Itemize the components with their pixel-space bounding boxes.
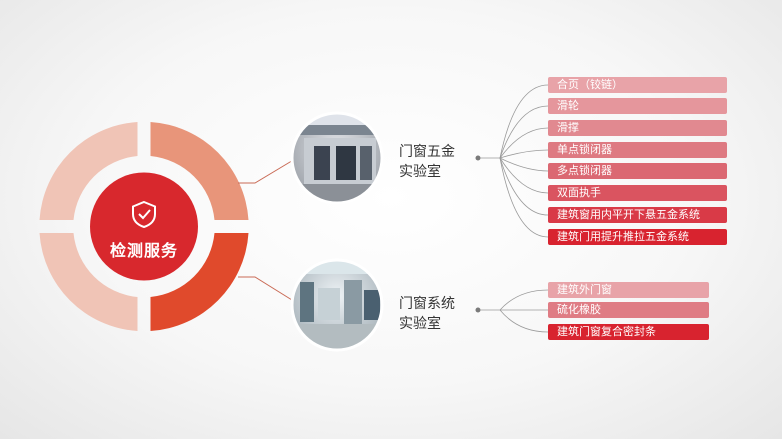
lab2-bracket: [475, 289, 549, 333]
connector-lab2: [238, 276, 301, 306]
ring-segment-bottom-right: [150, 233, 249, 331]
lab2-item: 建筑外门窗: [548, 282, 709, 298]
lab2-title-text: 门窗系统 实验室: [399, 296, 455, 332]
shield-check-icon: [132, 200, 156, 229]
lab1-title: 门窗五金 实验室: [399, 142, 471, 182]
lab2-item: 建筑门窗复合密封条: [548, 324, 709, 340]
lab1-item: 双面执手: [548, 185, 727, 201]
lab1-item: 滑轮: [548, 98, 727, 114]
connector-lab1: [238, 155, 301, 184]
lab1-item: 建筑门用提升推拉五金系统: [548, 229, 727, 245]
ring-segment-bottom-left: [39, 233, 138, 331]
lab2-item: 硫化橡胶: [548, 302, 709, 318]
lab1-item: 滑撑: [548, 120, 727, 136]
lab2-title: 门窗系统 实验室: [399, 294, 471, 334]
lab1-item: 单点锁闭器: [548, 142, 727, 158]
lab1-item: 建筑窗用内平开下悬五金系统: [548, 207, 727, 223]
lab1-title-text: 门窗五金 实验室: [399, 144, 455, 180]
ring-segment-top-left: [39, 122, 138, 220]
lab1-item: 合页（铰链）: [548, 77, 727, 93]
ring-segment-top-right: [150, 122, 249, 220]
center-label: 检测服务: [109, 241, 178, 260]
lab1-bracket: [475, 84, 549, 238]
lab1-item: 多点锁闭器: [548, 163, 727, 179]
